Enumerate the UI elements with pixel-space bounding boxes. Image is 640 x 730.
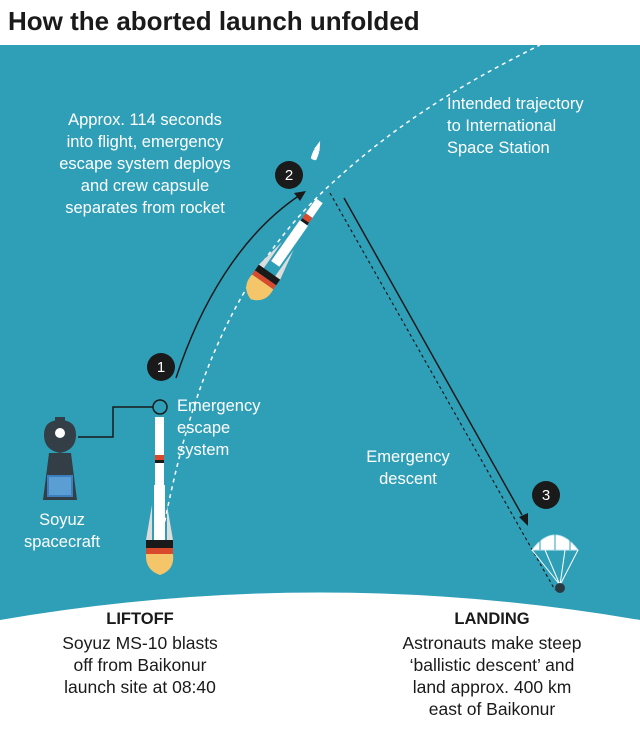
ground (0, 592, 640, 730)
step-number: 2 (285, 167, 293, 184)
caption-line: land approx. 400 km (412, 677, 572, 697)
step-badge-2: 2 (275, 161, 303, 189)
liftoff-caption: LIFTOFF Soyuz MS-10 blasts off from Baik… (20, 608, 260, 698)
step-number: 3 (542, 487, 550, 504)
step-badge-1: 1 (147, 353, 175, 381)
label-line: Emergency (366, 448, 450, 466)
spacecraft-label: Soyuz spacecraft (20, 509, 104, 553)
soyuz-spacecraft-icon (43, 417, 77, 500)
capsule-icon (311, 140, 321, 161)
label-line: Emergency (177, 397, 261, 415)
label-line: to International (447, 117, 557, 135)
caption-line: off from Baikonur (73, 655, 207, 675)
descent-arrow (343, 197, 523, 516)
liftoff-heading: LIFTOFF (106, 610, 174, 628)
callout-line (78, 406, 153, 438)
descent-label: Emergency descent (356, 446, 460, 490)
label-line: into flight, emergency (66, 133, 224, 151)
descent-path-dashed (329, 192, 556, 591)
separation-label: Approx. 114 seconds into flight, emergen… (30, 109, 260, 219)
label-line: escape (177, 419, 231, 437)
landing-caption: LANDING Astronauts make steep ‘ballistic… (370, 608, 614, 720)
parachute-icon (530, 525, 580, 593)
escape-system-label: Emergency escape system (177, 395, 260, 461)
label-line: and crew capsule (80, 177, 210, 195)
label-line: spacecraft (23, 533, 101, 551)
label-line: separates from rocket (65, 199, 225, 217)
caption-line: ‘ballistic descent’ and (409, 655, 575, 675)
step-badge-3: 3 (532, 481, 560, 509)
label-line: Space Station (447, 139, 550, 157)
caption-line: Soyuz MS-10 blasts (62, 633, 218, 653)
label-line: Soyuz (39, 511, 85, 529)
rocket-liftoff-icon (145, 417, 174, 575)
caption-line: Astronauts make steep (402, 633, 582, 653)
flight-path-arrow (175, 194, 301, 379)
infographic-scene: 1 2 3 Approx. 114 seconds into flight, e… (0, 45, 640, 730)
step-number: 1 (157, 359, 165, 376)
label-line: Approx. 114 seconds (68, 111, 222, 129)
flight-arrowhead-icon (294, 191, 306, 201)
label-line: descent (379, 470, 437, 488)
caption-line: launch site at 08:40 (64, 677, 216, 697)
page-title: How the aborted launch unfolded (8, 6, 420, 36)
label-line: escape system deploys (59, 155, 231, 173)
label-line: Intended trajectory (447, 95, 584, 113)
label-line: system (177, 441, 230, 459)
descent-arrowhead-icon (519, 513, 528, 526)
rocket-flight-icon (246, 198, 323, 301)
intended-trajectory-line (159, 45, 541, 546)
landing-heading: LANDING (454, 610, 530, 628)
caption-line: east of Baikonur (428, 699, 556, 719)
scene-graphic: 1 2 3 (0, 45, 640, 730)
trajectory-label: Intended trajectory to International Spa… (447, 93, 584, 159)
